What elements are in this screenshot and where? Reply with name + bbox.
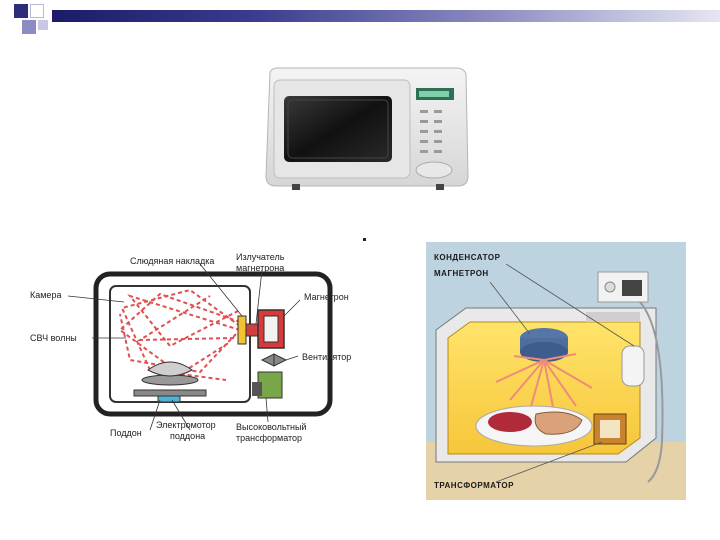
label-microwaves: СВЧ волны bbox=[30, 333, 77, 343]
label-transformer-line1: Высоковольтный bbox=[236, 422, 306, 432]
schematic-diagram: Слюдяная накладка Излучатель магнетрона … bbox=[30, 252, 351, 443]
label-fan: Вентилятор bbox=[302, 352, 351, 362]
label-chamber: Камера bbox=[30, 290, 61, 300]
title-decoration bbox=[0, 0, 720, 42]
title-gradient-bar bbox=[52, 10, 720, 22]
decor-square bbox=[22, 20, 36, 34]
stray-dot bbox=[363, 238, 366, 241]
microwave-photo bbox=[265, 67, 469, 190]
label-emitter-line1: Излучатель bbox=[236, 252, 285, 262]
label-capacitor: КОНДЕНСАТОР bbox=[434, 253, 501, 262]
label-magnetron-cutaway: МАГНЕТРОН bbox=[434, 269, 489, 278]
label-emitter-line2: магнетрона bbox=[236, 263, 284, 273]
label-motor-line1: Электромотор bbox=[156, 420, 216, 430]
label-transformer-line2: трансформатор bbox=[236, 433, 302, 443]
label-mica-cover: Слюдяная накладка bbox=[130, 256, 214, 266]
decor-square bbox=[38, 20, 48, 30]
decor-square bbox=[30, 4, 44, 18]
cutaway-illustration: КОНДЕНСАТОР МАГНЕТРОН ТРАНСФОРМАТОР bbox=[426, 242, 686, 500]
label-transformer-cutaway: ТРАНСФОРМАТОР bbox=[434, 481, 514, 490]
label-magnetron: Магнетрон bbox=[304, 292, 349, 302]
label-tray: Поддон bbox=[110, 428, 142, 438]
label-motor-line2: поддона bbox=[170, 431, 205, 441]
decor-square bbox=[14, 4, 28, 18]
